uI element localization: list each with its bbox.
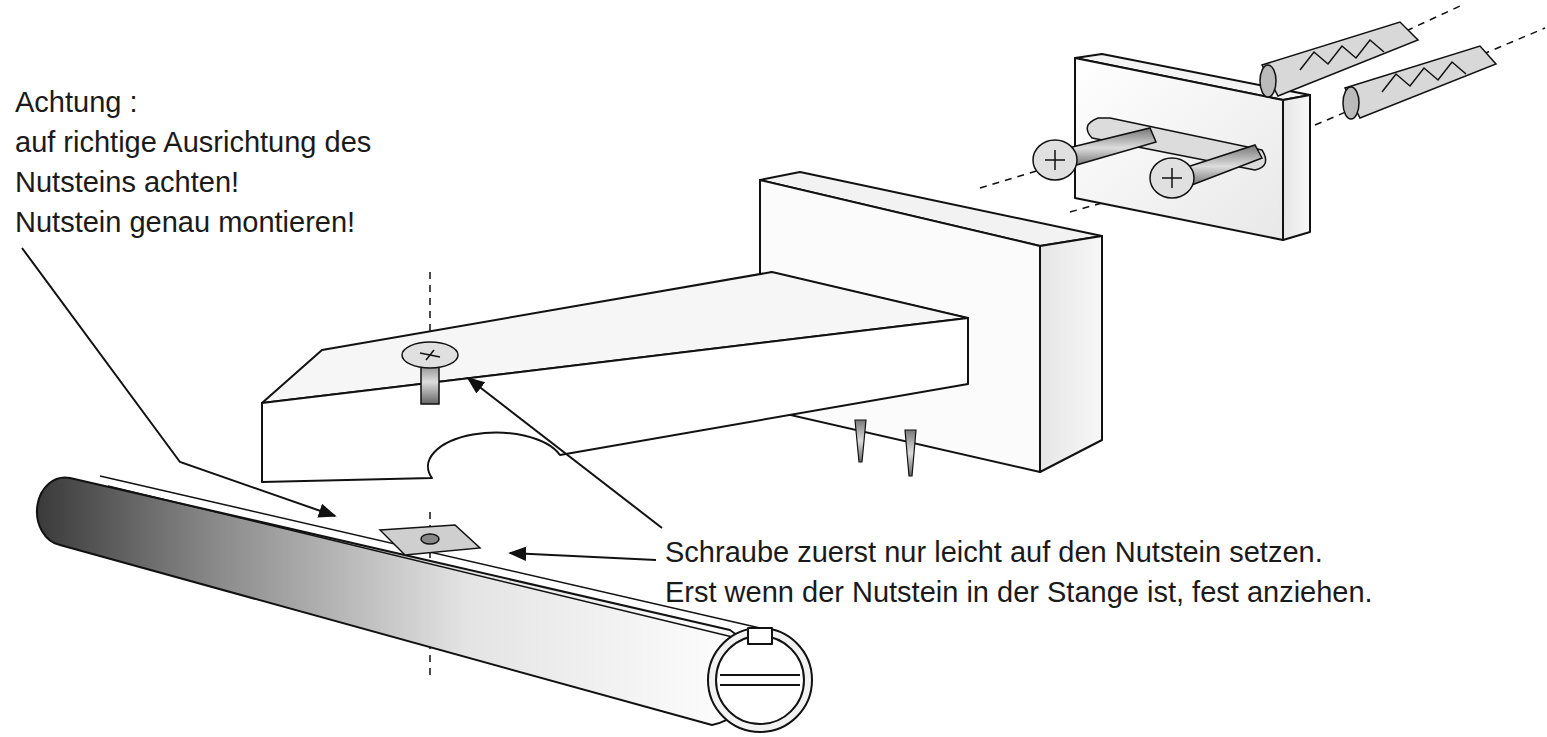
curtain-rod [748,628,772,644]
bracket [1040,236,1102,472]
instruction-note: Schraube zuerst nur leicht auf den Nutst… [665,532,1535,572]
curtain-rod [100,476,760,628]
wall-screw [1171,168,1173,188]
warning-note: Nutstein genau montieren! [15,202,485,242]
curtain-rod [708,628,812,732]
leader-line [22,248,335,516]
wall-dowel [1345,46,1496,118]
bracket [262,172,1102,482]
small-screw [905,430,916,476]
curtain-rod [108,486,745,640]
wall-dowel [1343,87,1359,119]
wall-plate [1283,95,1310,240]
wall-dowel [1260,65,1276,97]
bracket [262,318,968,482]
warning-heading: Achtung : [15,82,485,122]
wall-screw [1150,158,1194,198]
leader-line [468,378,662,528]
wall-dowel [1260,22,1496,119]
leader-line [510,553,656,560]
fixing-screw [402,342,458,404]
wall-dowel [1300,40,1384,70]
wall-dowel [1382,62,1466,92]
fixing-screw [402,342,458,368]
axis-line [980,170,1040,188]
wall-screw [1033,128,1262,198]
curtain-rod [720,674,800,676]
small-screw [855,420,866,462]
slot-nut [380,525,480,555]
wall-screw [1033,140,1077,180]
small-screw [855,420,916,476]
fixing-screw [426,350,434,360]
slot-nut [421,534,439,544]
wall-screw [1054,150,1056,170]
leader-line [22,248,662,560]
warning-note: auf richtige Ausrichtung des Nutsteins a… [15,122,485,202]
curtain-rod [716,636,804,724]
curtain-rod [720,684,800,686]
instruction-note: Erst wenn der Nutstein in der Stange ist… [665,572,1535,612]
slot-nut [380,525,480,555]
